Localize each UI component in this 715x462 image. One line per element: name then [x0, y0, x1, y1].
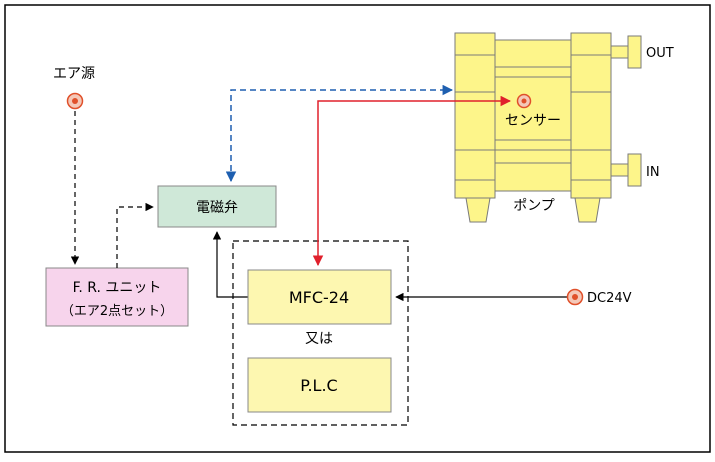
- sensor-label: センサー: [505, 113, 561, 129]
- fr-unit-label: F. R. ユニット: [73, 280, 162, 296]
- plc-label: P.L.C: [300, 376, 337, 395]
- air-source-marker-icon: [66, 92, 84, 110]
- port-in-label: IN: [646, 165, 660, 180]
- controller-group: [232, 240, 409, 426]
- controller-to-valve-line: [212, 231, 248, 298]
- plc-box: [247, 357, 392, 413]
- sensor-marker-icon: [516, 93, 532, 109]
- fr-unit-sublabel: （エア2点セット）: [61, 304, 173, 319]
- solenoid-valve-box: [157, 185, 277, 228]
- mfc-label: MFC-24: [289, 288, 349, 307]
- pump-label: ポンプ: [513, 198, 555, 214]
- fr-unit-box: [45, 267, 189, 327]
- sensor-signal-line: [312, 95, 512, 267]
- air-source-label: エア源: [53, 66, 95, 82]
- solenoid-valve-label: 電磁弁: [196, 200, 238, 216]
- valve-pump-air-line: [225, 84, 454, 183]
- mfc-box: [247, 269, 392, 325]
- or-label: 又は: [305, 331, 333, 347]
- port-out-label: OUT: [646, 46, 674, 61]
- dc-source-marker-icon: [566, 288, 584, 306]
- fr-to-valve-line: [116, 202, 154, 268]
- dc-source-label: DC24V: [587, 291, 632, 306]
